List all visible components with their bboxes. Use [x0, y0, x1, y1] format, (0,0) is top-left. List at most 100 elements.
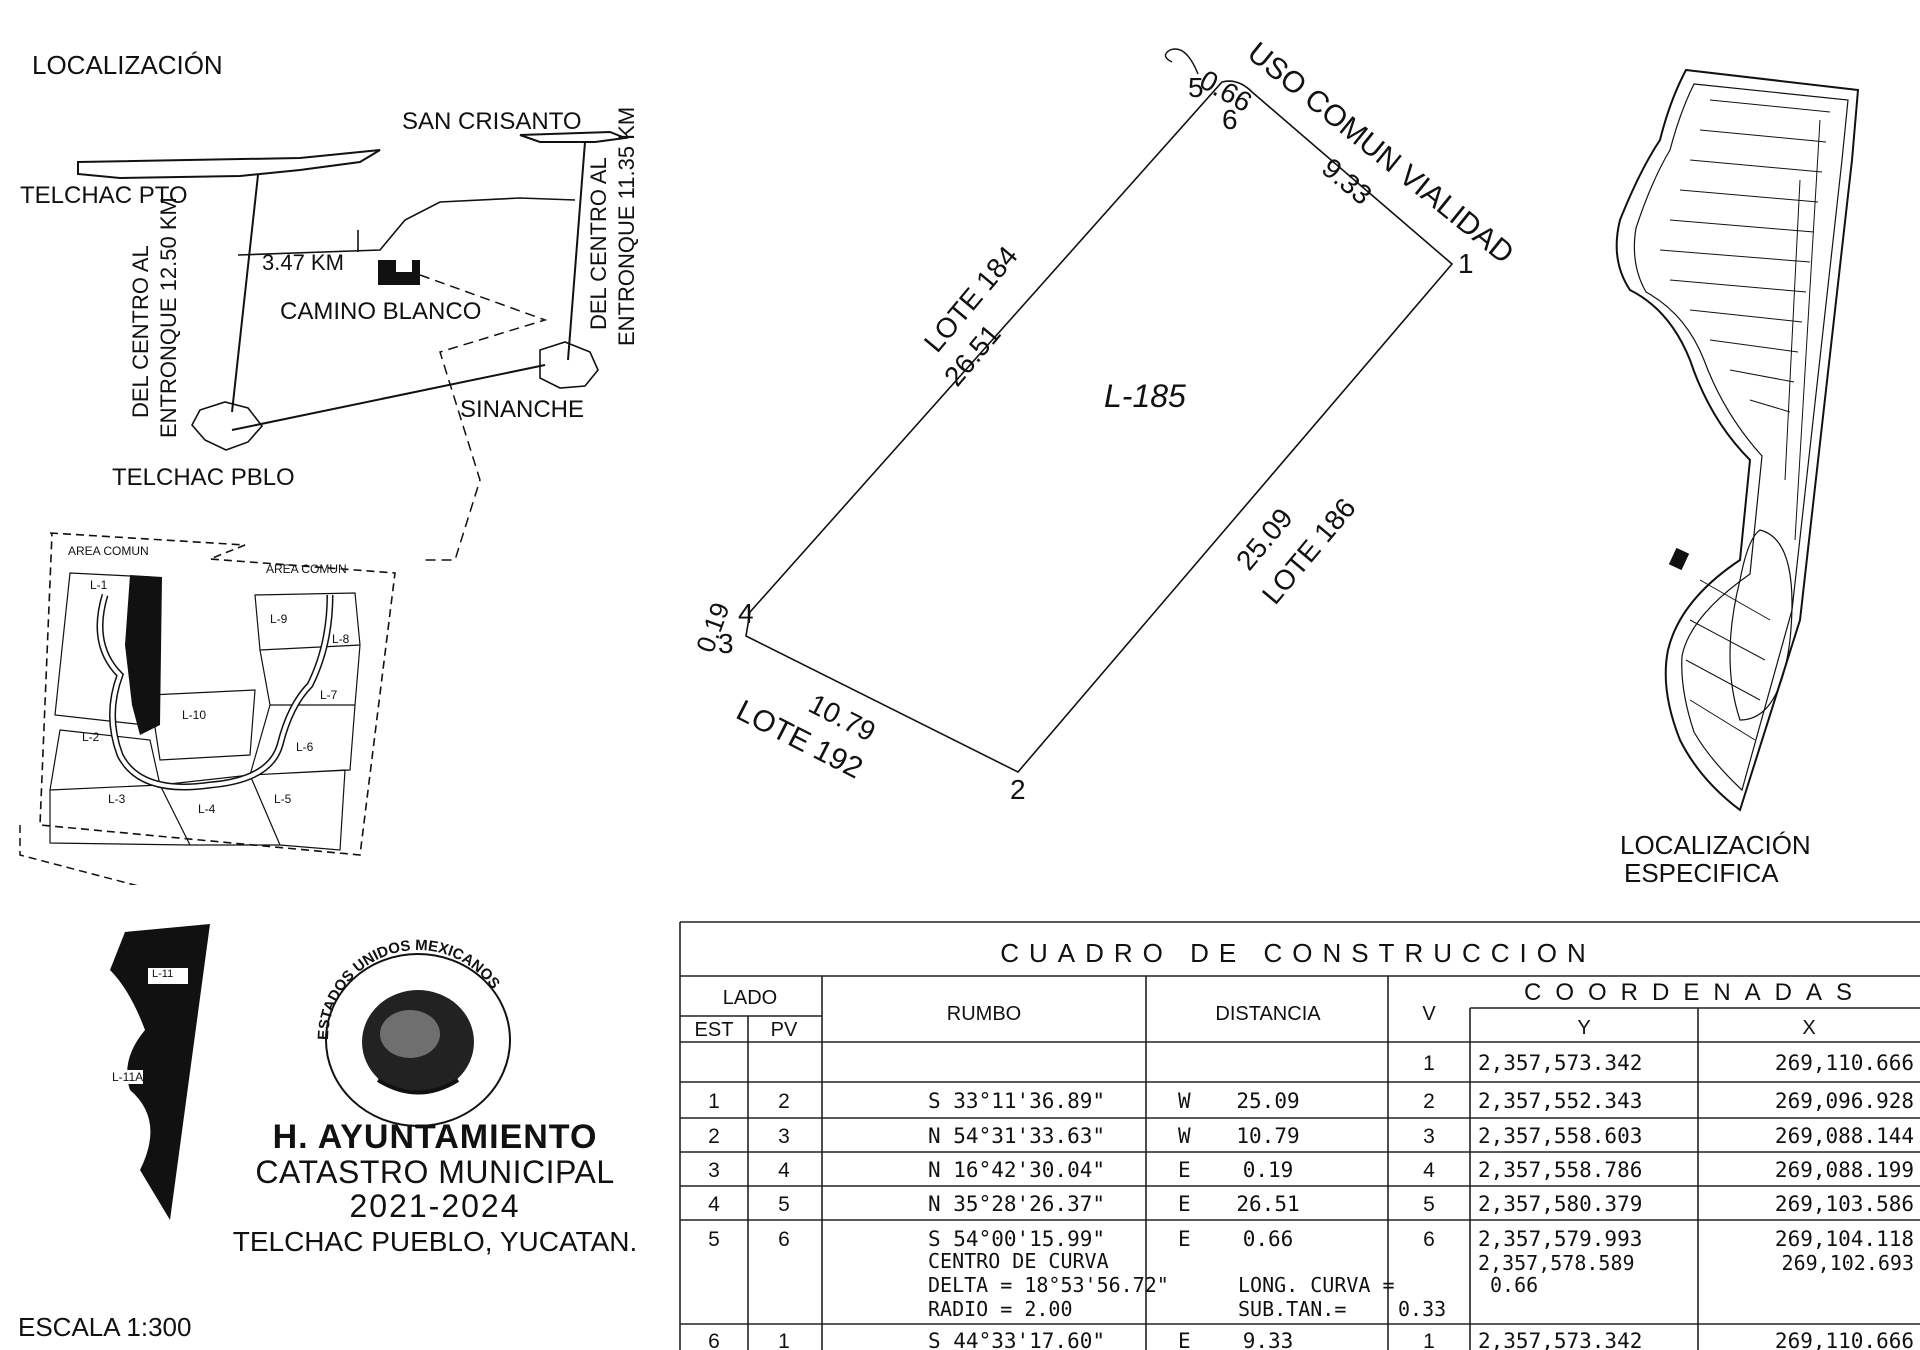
svg-text:269,088.144: 269,088.144 — [1775, 1124, 1914, 1148]
subdivision-inset — [19, 532, 396, 885]
svg-text:269,104.118: 269,104.118 — [1775, 1227, 1914, 1251]
svg-text:4: 4 — [708, 1193, 720, 1216]
svg-text:5: 5 — [778, 1193, 790, 1216]
vertex-5-label: 5 — [1188, 72, 1204, 103]
svg-text:N 54°31'33.63": N 54°31'33.63" — [928, 1124, 1105, 1148]
header-x: X — [1802, 1017, 1815, 1039]
svg-text:0.66: 0.66 — [1243, 1227, 1294, 1251]
svg-text:269,110.666: 269,110.666 — [1775, 1329, 1914, 1350]
svg-text:4: 4 — [1423, 1159, 1435, 1182]
svg-text:E: E — [1178, 1158, 1191, 1182]
table-grid — [679, 921, 1920, 1350]
svg-text:1: 1 — [708, 1090, 720, 1113]
inset-lot-label: L-9 — [270, 612, 288, 626]
eagle-icon — [362, 990, 474, 1095]
camino-blanco-label: CAMINO BLANCO — [280, 298, 482, 325]
svg-text:4: 4 — [778, 1159, 790, 1182]
telchac-pto-label: TELCHAC PTO — [20, 182, 188, 209]
curve-data: CENTRO DE CURVA DELTA = 18°53'56.72" RAD… — [928, 1249, 1914, 1321]
svg-text:N 35°28'26.37": N 35°28'26.37" — [928, 1192, 1105, 1216]
vertex-4-label: 4 — [738, 598, 754, 629]
location-map — [77, 130, 629, 561]
svg-text:E: E — [1178, 1192, 1191, 1216]
vertex-3-label: 3 — [718, 628, 734, 659]
lot-polygon-drawing — [745, 48, 1454, 773]
inset-road-inner — [98, 594, 332, 789]
inset-lot-label: L-3 — [108, 792, 126, 806]
svg-text:2,357,558.603: 2,357,558.603 — [1478, 1124, 1642, 1148]
svg-text:LONG. CURVA =: LONG. CURVA = — [1238, 1273, 1395, 1297]
table-row: 2 3 N 54°31'33.63" W 10.79 3 2,357,558.6… — [708, 1124, 1914, 1148]
svg-text:RADIO = 2.00: RADIO = 2.00 — [928, 1297, 1073, 1321]
header-y: Y — [1577, 1017, 1590, 1039]
svg-text:S 44°33'17.60": S 44°33'17.60" — [928, 1329, 1105, 1350]
inset-connector — [19, 825, 138, 885]
telchac-pblo-label: TELCHAC PBLO — [112, 464, 295, 491]
table-row: 6 1 S 44°33'17.60" E 9.33 1 2,357,573.34… — [708, 1329, 1914, 1350]
ayuntamiento-line4: TELCHAC PUEBLO, YUCATAN. — [232, 1226, 638, 1257]
svg-text:6: 6 — [778, 1228, 790, 1251]
road-pto-pblo — [231, 174, 259, 413]
table-title: CUADRO DE CONSTRUCCION — [1000, 938, 1596, 968]
svg-text:2,357,578.589: 2,357,578.589 — [1478, 1251, 1635, 1275]
inset-outline — [39, 532, 396, 856]
inset-lot-label: L-8 — [332, 632, 350, 646]
telchac-pblo-town — [191, 401, 264, 451]
curve-marker — [1164, 48, 1199, 75]
svg-text:DELTA = 18°53'56.72": DELTA = 18°53'56.72" — [928, 1273, 1169, 1297]
svg-text:2: 2 — [708, 1125, 720, 1148]
svg-text:9.33: 9.33 — [1243, 1329, 1294, 1350]
ayuntamiento-line1: H. AYUNTAMIENTO — [272, 1118, 598, 1156]
lower-inset — [110, 924, 210, 1220]
svg-text:5: 5 — [1423, 1193, 1435, 1216]
svg-text:W: W — [1178, 1124, 1191, 1148]
ayuntamiento-line2: CATASTRO MUNICIPAL — [255, 1154, 615, 1190]
svg-text:269,103.586: 269,103.586 — [1775, 1192, 1914, 1216]
svg-text:3: 3 — [1423, 1125, 1435, 1148]
coastline — [77, 149, 381, 180]
svg-text:1: 1 — [778, 1330, 790, 1350]
svg-text:N 16°42'30.04": N 16°42'30.04" — [928, 1158, 1105, 1182]
svg-text:W: W — [1178, 1089, 1191, 1113]
svg-text:2: 2 — [778, 1090, 790, 1113]
inset-lot-label: L-1 — [90, 578, 108, 592]
svg-text:269,110.666: 269,110.666 — [1775, 1051, 1914, 1075]
lower-inset-block — [148, 968, 188, 984]
inset-lot-label: L-2 — [82, 730, 100, 744]
svg-text:0.66: 0.66 — [1490, 1273, 1538, 1297]
svg-text:269,088.199: 269,088.199 — [1775, 1158, 1914, 1182]
header-distancia: DISTANCIA — [1215, 1003, 1321, 1025]
svg-text:S 33°11'36.89": S 33°11'36.89" — [928, 1089, 1105, 1113]
svg-text:0.19: 0.19 — [1243, 1158, 1294, 1182]
header-coordenadas: COORDENADAS — [1524, 979, 1866, 1006]
lower-inset-shape — [110, 924, 210, 1220]
specific-location-map — [1615, 68, 1860, 812]
inset-lot-label: L-4 — [198, 802, 216, 816]
development-highlight-lot — [1668, 547, 1690, 571]
svg-text:E: E — [1178, 1329, 1191, 1350]
svg-text:0.33: 0.33 — [1398, 1297, 1446, 1321]
header-lado: LADO — [723, 987, 777, 1009]
camino-blanco-road — [237, 197, 576, 256]
sinanche-label: SINANCHE — [460, 396, 585, 423]
development-outline — [1615, 68, 1860, 812]
seal-ring — [325, 953, 511, 1127]
localizacion-title: LOCALIZACIÓN — [32, 50, 223, 80]
development-inner — [1633, 83, 1849, 792]
lower-inset-lot-label: L-11A — [112, 1070, 144, 1084]
inset-lot-label: L-5 — [274, 792, 292, 806]
ayuntamiento-block: H. AYUNTAMIENTO CATASTRO MUNICIPAL 2021-… — [205, 1120, 665, 1256]
san-crisanto-label: SAN CRISANTO — [402, 108, 582, 135]
construction-table: CUADRO DE CONSTRUCCION LADO EST PV RUMBO… — [679, 921, 1920, 1350]
svg-text:269,096.928: 269,096.928 — [1775, 1089, 1914, 1113]
sinanche-town — [539, 341, 599, 389]
svg-text:2,357,579.993: 2,357,579.993 — [1478, 1227, 1642, 1251]
vertex-1-label: 1 — [1458, 248, 1474, 279]
loc-especifica-line2: ESPECIFICA — [1624, 858, 1779, 888]
road-right-label-2: ENTRONQUE 11.35 KM — [614, 106, 639, 346]
svg-text:2,357,558.786: 2,357,558.786 — [1478, 1158, 1642, 1182]
vertex-2-label: 2 — [1010, 774, 1026, 805]
inset-lot-label: L-6 — [296, 740, 314, 754]
svg-text:SUB.TAN.=: SUB.TAN.= — [1238, 1297, 1346, 1321]
table-row: 3 4 N 16°42'30.04" E 0.19 4 2,357,558.78… — [708, 1158, 1914, 1182]
